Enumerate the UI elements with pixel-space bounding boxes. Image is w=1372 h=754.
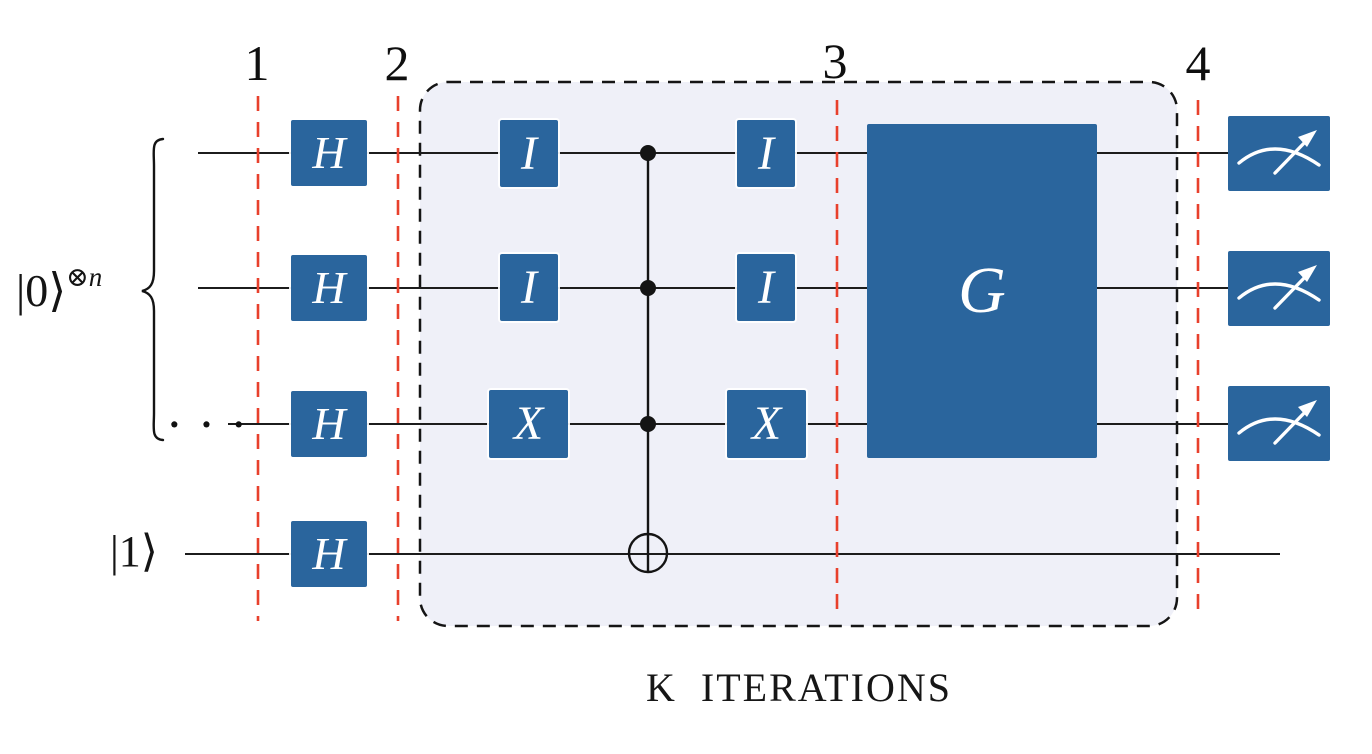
iterations-caption: K ITERATIONS bbox=[646, 665, 952, 710]
hadamard-gate-q3: H bbox=[291, 391, 367, 457]
input-state-bottom-label: |1⟩ bbox=[110, 527, 158, 576]
measurement-gauge-icon bbox=[1237, 130, 1321, 175]
control-dot-2 bbox=[640, 280, 656, 296]
measurement-box-q2 bbox=[1228, 251, 1330, 326]
identity-gate-left-q1: I bbox=[500, 120, 558, 187]
hadamard-gate-q1: H bbox=[291, 120, 367, 186]
grover-diffusion-gate: G bbox=[867, 124, 1097, 458]
barrier-label-2: 2 bbox=[384, 35, 410, 91]
measurement-box-q1 bbox=[1228, 116, 1330, 191]
hadamard-gate-q2: H bbox=[291, 255, 367, 321]
tensor-power-superscript: ⊗n bbox=[66, 262, 103, 292]
input-state-top-label: |0⟩⊗n bbox=[16, 262, 102, 317]
measurement-gauge-icon bbox=[1237, 265, 1321, 310]
barrier-label-4: 4 bbox=[1185, 35, 1211, 91]
ellipsis-dots: · · · bbox=[168, 404, 251, 446]
cnot-target-icon bbox=[627, 532, 669, 574]
qubit-group-brace bbox=[141, 137, 165, 442]
identity-gate-left-q2: I bbox=[500, 254, 558, 321]
pauli-x-gate-right-q3: X bbox=[727, 390, 806, 458]
barrier-label-1: 1 bbox=[244, 35, 270, 91]
identity-gate-right-q1: I bbox=[737, 120, 795, 187]
ket-zero: |0⟩ bbox=[16, 265, 67, 316]
control-dot-3 bbox=[640, 416, 656, 432]
identity-gate-right-q2: I bbox=[737, 254, 795, 321]
barrier-label-3: 3 bbox=[822, 33, 848, 89]
pauli-x-gate-left-q3: X bbox=[489, 390, 568, 458]
measurement-gauge-icon bbox=[1237, 400, 1321, 445]
measurement-box-q3 bbox=[1228, 386, 1330, 461]
hadamard-gate-ancilla: H bbox=[291, 521, 367, 587]
control-dot-1 bbox=[640, 145, 656, 161]
